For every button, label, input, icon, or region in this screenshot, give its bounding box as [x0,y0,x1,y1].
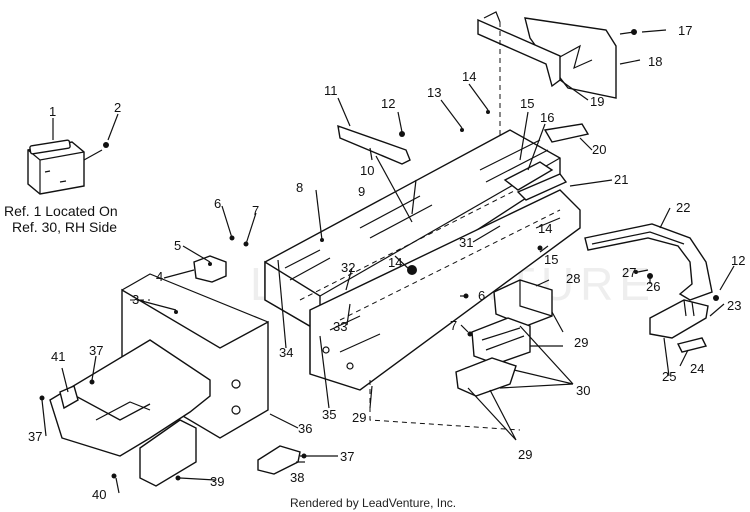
callout-28: 28 [566,271,580,286]
callout-24: 24 [690,361,704,376]
callout-20: 20 [592,142,606,157]
pad-part-25 [649,299,709,353]
footer-credit: Rendered by LeadVenture, Inc. [290,496,456,510]
callout-17: 17 [678,23,692,38]
top-plates-18-19 [477,11,637,140]
callout-16: 16 [540,110,554,125]
callout-41: 41 [51,349,65,364]
callout-14c: 14 [388,255,402,270]
callout-19: 19 [590,94,604,109]
callout-18: 18 [648,54,662,69]
leader-lines [39,29,735,494]
plate-part-20 [543,123,590,143]
callout-29a: 29 [574,335,588,350]
ref-note-line-1: Ref. 1 Located On [4,203,118,219]
callout-13: 13 [427,85,441,100]
callout-29b: 29 [352,410,366,425]
brackets-28-30 [455,279,553,397]
callout-27: 27 [622,265,636,280]
callout-37c: 37 [340,449,354,464]
callout-9: 9 [358,184,365,199]
callout-12a: 12 [381,96,395,111]
callout-11: 11 [324,83,338,98]
callout-6a: 6 [214,196,221,211]
callout-15b: 15 [544,252,558,267]
callout-5: 5 [174,238,181,253]
callout-31: 31 [459,235,473,250]
callout-14b: 14 [538,221,552,236]
callout-37a: 37 [89,343,103,358]
callout-15a: 15 [520,96,534,111]
callout-21: 21 [614,172,628,187]
callout-30: 30 [576,383,590,398]
callout-3: 3 [132,292,139,307]
callout-23: 23 [727,298,741,313]
callout-2: 2 [114,100,121,115]
callout-26: 26 [646,279,660,294]
callout-8: 8 [296,180,303,195]
handle-bar-part-22 [584,223,713,301]
callout-37b: 37 [28,429,42,444]
callout-35: 35 [322,407,336,422]
callout-10: 10 [360,163,374,178]
callout-38: 38 [290,470,304,485]
reflector-part-1 [27,139,109,195]
callout-32: 32 [341,260,355,275]
callout-40: 40 [92,487,106,502]
callout-25: 25 [662,369,676,384]
callout-22: 22 [676,200,690,215]
callout-6b: 6 [478,288,485,303]
ref-note-line-2: Ref. 30, RH Side [12,219,117,235]
callout-29c: 29 [518,447,532,462]
callout-39: 39 [210,474,224,489]
callout-7a: 7 [252,203,259,218]
main-frame [264,129,581,431]
callout-7b: 7 [450,318,457,333]
callout-4: 4 [156,269,163,284]
callout-12b: 12 [731,253,745,268]
callout-33: 33 [333,319,347,334]
lower-frame [49,273,269,487]
callout-1: 1 [49,104,56,119]
callout-labels: 1 2 3 4 5 6 6 7 7 8 9 10 11 12 12 13 14 … [28,23,745,502]
clip-part-4 [193,255,227,283]
callout-14a: 14 [462,69,476,84]
bracket-part-11 [337,124,411,165]
callout-36: 36 [298,421,312,436]
callout-34: 34 [279,345,293,360]
